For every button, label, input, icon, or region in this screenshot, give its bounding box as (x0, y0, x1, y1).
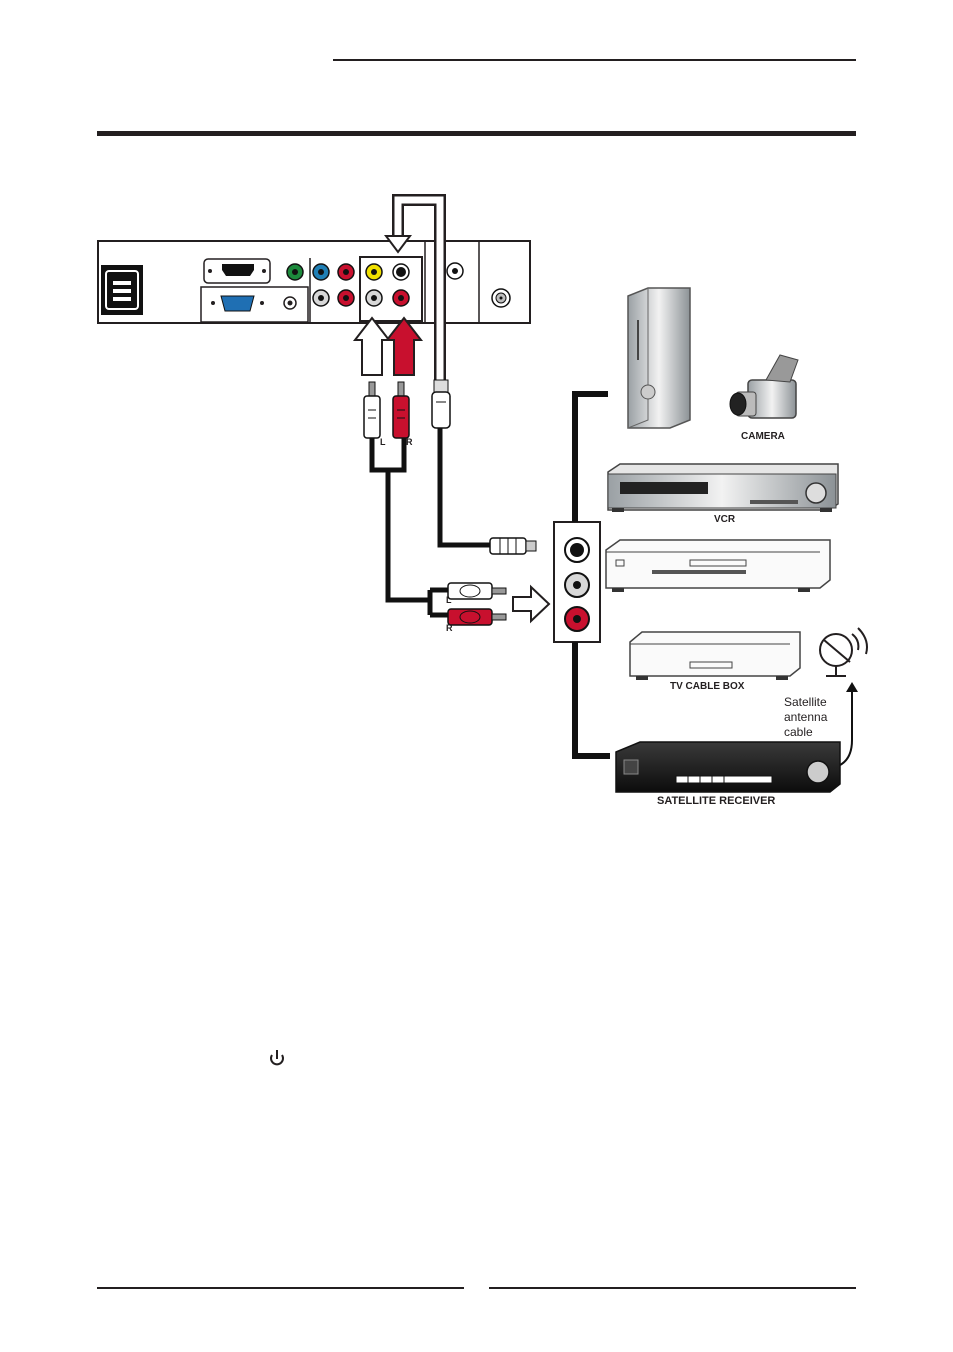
rca-plug-right (393, 382, 409, 438)
cable-box-icon (630, 632, 800, 680)
svideo-cable (440, 428, 490, 545)
rca-plug-right-side (448, 609, 506, 625)
vga-port (201, 287, 308, 322)
power-icon (271, 1050, 283, 1064)
satellite-dish-icon (820, 628, 867, 676)
vcr-label: VCR (714, 514, 736, 525)
tv-rear-panel (98, 241, 530, 323)
satellite-cable-label-line2: antenna (784, 710, 828, 724)
plug-left-label: L (380, 437, 386, 447)
plug-right-label: R (406, 437, 413, 447)
satellite-receiver-icon (616, 742, 840, 792)
camcorder-icon (730, 355, 798, 418)
game-console-icon (628, 288, 690, 428)
svideo-plug-top (432, 380, 450, 428)
vcr-icon (608, 464, 838, 512)
satellite-cable-label-line1: Satellite (784, 695, 827, 709)
camera-label: CAMERA (741, 431, 785, 442)
plug-right-label-2: R (446, 623, 453, 633)
cable-box-label: TV CABLE BOX (670, 681, 745, 692)
av-input-group (360, 257, 422, 321)
audio-right-arrow (387, 318, 421, 375)
satellite-receiver-label: SATELLITE RECEIVER (657, 795, 775, 807)
rca-plug-left-side (448, 583, 506, 599)
audio-cable (372, 438, 448, 615)
satellite-cable-label-line3: cable (784, 725, 813, 739)
ac-power-socket (101, 265, 143, 315)
dvd-player-icon (606, 540, 830, 592)
svideo-plug-side (490, 538, 536, 554)
antenna-input (492, 289, 510, 307)
audio-left-arrow (355, 318, 389, 375)
rca-plug-left (364, 382, 380, 438)
input-arrow (513, 587, 549, 621)
plug-left-label-2: L (446, 595, 452, 605)
hdmi-port (204, 259, 270, 283)
source-output-panel (554, 522, 600, 642)
